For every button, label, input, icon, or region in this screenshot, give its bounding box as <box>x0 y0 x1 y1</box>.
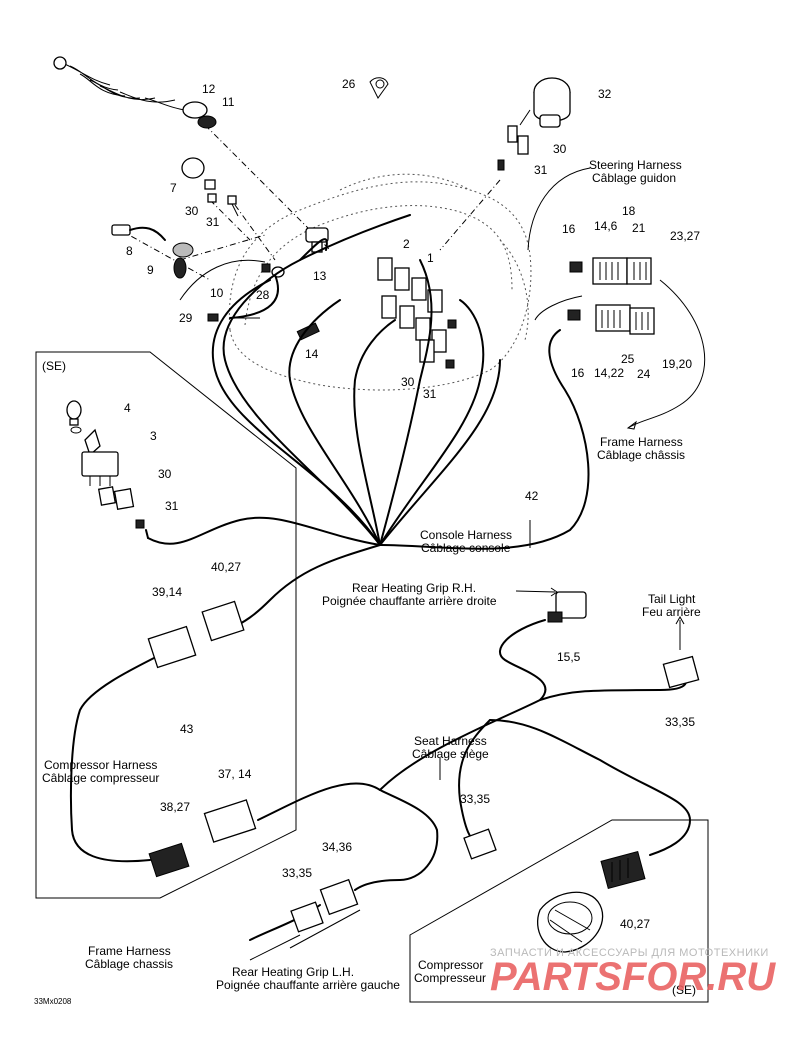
leader-lines <box>119 124 501 281</box>
se-right-label: (SE) <box>672 983 696 997</box>
caption-seat-en: Seat Harness <box>414 734 487 748</box>
callout-24: 24 <box>637 367 651 381</box>
callout-2: 2 <box>403 237 410 251</box>
callout-29: 29 <box>179 311 193 325</box>
caption-frame-en: Frame Harness <box>600 435 683 449</box>
callout-15-5: 15,5 <box>557 650 581 664</box>
part-32-socket <box>519 77 571 128</box>
caption-tail-fr: Feu arrière <box>642 605 701 619</box>
callout-30-se: 30 <box>158 467 172 481</box>
callout-16-bottom: 16 <box>571 366 585 380</box>
captions: Steering Harness Câblage guidon Frame Ha… <box>42 158 701 992</box>
callout-9: 9 <box>147 263 154 277</box>
steering-connectors <box>567 257 655 335</box>
caption-console-en: Console Harness <box>420 528 512 542</box>
caption-tail-en: Tail Light <box>648 592 696 606</box>
callout-21: 21 <box>632 221 646 235</box>
se-left-label: (SE) <box>42 359 66 373</box>
console-harness-wire <box>147 329 590 631</box>
tether-cord <box>53 56 217 129</box>
lower-connectors <box>147 591 700 933</box>
callout-1: 1 <box>427 251 434 265</box>
callout-40-27-left: 40,27 <box>211 560 241 574</box>
part-26-tie <box>369 77 389 99</box>
caption-console-fr: Câblage console <box>421 541 511 555</box>
caption-rear-rh-fr: Poignée chauffante arrière droite <box>322 594 497 608</box>
callout-28: 28 <box>256 288 270 302</box>
caption-frame2-fr: Câblage chassis <box>85 957 173 971</box>
callout-3: 3 <box>150 429 157 443</box>
console-switches <box>207 227 457 369</box>
callout-14-22: 14,22 <box>594 366 624 380</box>
part-8-9-switch <box>111 224 194 279</box>
callout-26: 26 <box>342 77 356 91</box>
callout-37-14: 37, 14 <box>218 767 252 781</box>
caption-arrows <box>249 520 685 961</box>
wire-bundle <box>179 214 501 546</box>
callout-25: 25 <box>621 352 635 366</box>
caption-frame-fr: Câblage châssis <box>597 448 685 462</box>
callout-11: 11 <box>222 95 235 109</box>
caption-frame2-en: Frame Harness <box>88 944 171 958</box>
callout-42: 42 <box>525 489 539 503</box>
caption-steering-fr: Câblage guidon <box>592 171 676 185</box>
console-outline <box>228 173 532 391</box>
callout-18: 18 <box>622 204 636 218</box>
callout-30-top: 30 <box>553 142 567 156</box>
callout-30-mid: 30 <box>401 375 415 389</box>
callout-39-14: 39,14 <box>152 585 182 599</box>
se-left-parts <box>66 400 149 539</box>
caption-compressor-en: Compressor <box>418 958 483 972</box>
part-30-31-top-right <box>497 125 529 171</box>
watermark: ЗАПЧАСТИ И АКСЕССУАРЫ ДЛЯ МОТОТЕХНИКИ PA… <box>490 947 776 999</box>
compressor-harness-wire <box>69 619 691 941</box>
caption-rear-lh-fr: Poignée chauffante arrière gauche <box>216 978 400 992</box>
part-7-button <box>181 157 217 203</box>
callout-43: 43 <box>180 722 194 736</box>
callout-33-35-tail: 33,35 <box>665 715 695 729</box>
callout-38-27: 38,27 <box>160 800 190 814</box>
callout-34-36: 34,36 <box>322 840 352 854</box>
callout-31-mid: 31 <box>423 387 437 401</box>
callout-12: 12 <box>202 82 216 96</box>
callouts: 12 11 26 32 30 31 7 30 31 8 9 10 28 29 1… <box>124 77 700 931</box>
callout-33-35-seat: 33,35 <box>460 792 490 806</box>
callout-13: 13 <box>313 269 327 283</box>
callout-40-27-right: 40,27 <box>620 917 650 931</box>
callout-14-top: 14 <box>305 347 319 361</box>
caption-rear-lh-en: Rear Heating Grip L.H. <box>232 965 354 979</box>
callout-14-6: 14,6 <box>594 219 618 233</box>
callout-30-left: 30 <box>185 204 199 218</box>
frame-harness-arc <box>527 167 706 430</box>
callout-8: 8 <box>126 244 133 258</box>
caption-compressor-harness-fr: Câblage compresseur <box>42 771 159 785</box>
watermark-tagline: ЗАПЧАСТИ И АКСЕССУАРЫ ДЛЯ МОТОТЕХНИКИ <box>490 947 769 959</box>
callout-7: 7 <box>170 181 177 195</box>
callout-31-se: 31 <box>165 499 179 513</box>
part-31-small <box>227 195 239 217</box>
callout-16-top: 16 <box>562 222 576 236</box>
callout-4: 4 <box>124 401 131 415</box>
caption-seat-fr: Câblage siège <box>412 747 489 761</box>
caption-compressor-harness-en: Compressor Harness <box>44 758 157 772</box>
caption-rear-rh-en: Rear Heating Grip R.H. <box>352 581 476 595</box>
caption-steering-en: Steering Harness <box>589 158 682 172</box>
se-right-box: (SE) <box>409 819 709 1003</box>
callout-23-27: 23,27 <box>670 229 700 243</box>
callout-19-20: 19,20 <box>662 357 692 371</box>
compressor <box>536 891 604 953</box>
figure-code: 33Mx0208 <box>34 997 72 1006</box>
watermark-logo: PARTSFOR.RU <box>490 955 776 999</box>
callout-31-left: 31 <box>206 215 220 229</box>
se-left-box: (SE) <box>35 351 297 899</box>
callout-31-top: 31 <box>534 163 548 177</box>
callout-32: 32 <box>598 87 612 101</box>
caption-compressor-fr: Compresseur <box>414 971 486 985</box>
callout-10: 10 <box>210 286 224 300</box>
callout-33-35-left: 33,35 <box>282 866 312 880</box>
